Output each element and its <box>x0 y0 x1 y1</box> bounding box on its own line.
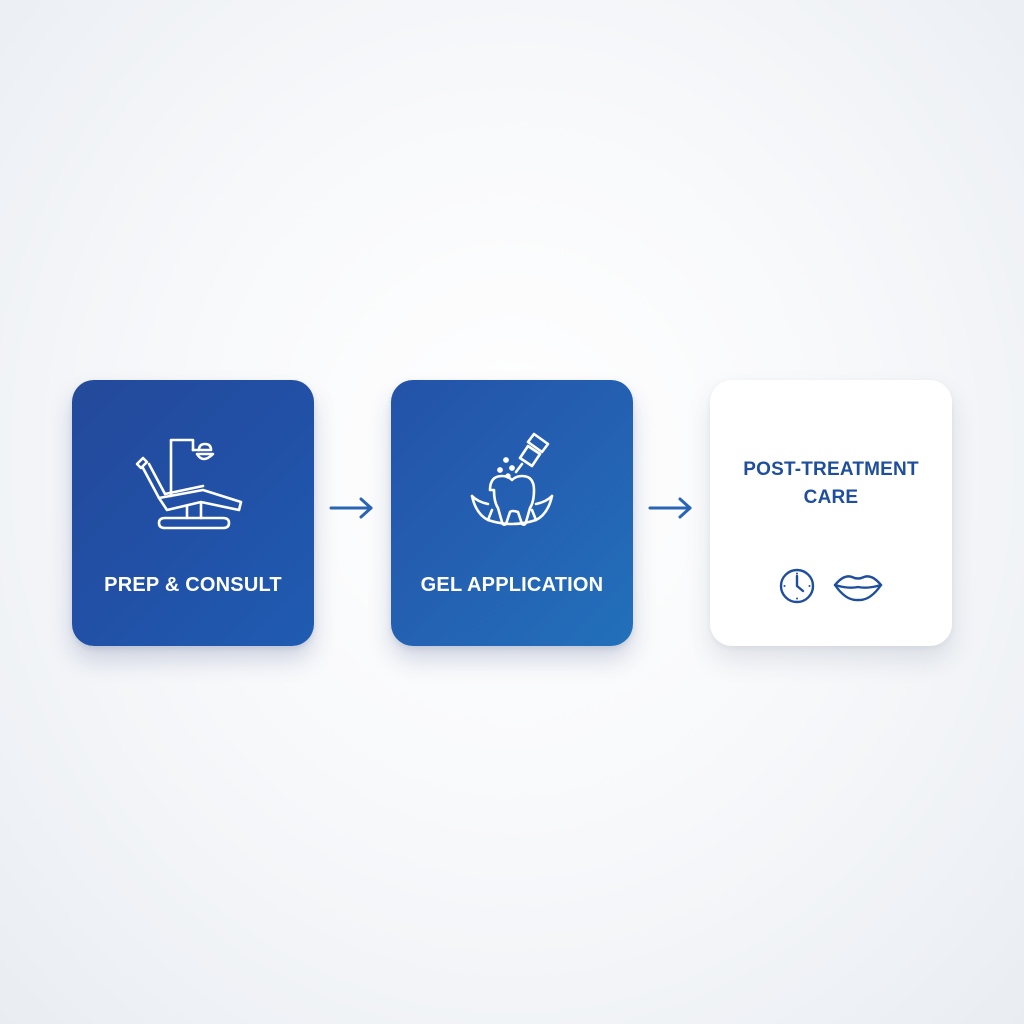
step-card-post-treatment-care: POST-TREATMENT CARE <box>710 380 952 646</box>
step-label: PREP & CONSULT <box>104 574 282 596</box>
step-label: GEL APPLICATION <box>420 574 604 596</box>
dental-chair-icon <box>135 438 243 530</box>
care-icons <box>710 566 952 606</box>
step-title-line: POST-TREATMENT <box>743 459 919 480</box>
step-title: POST-TREATMENT CARE <box>710 456 952 512</box>
step-card-prep-consult: PREP & CONSULT <box>72 380 314 646</box>
step-title-line: CARE <box>803 487 859 508</box>
step-card-gel-application: GEL APPLICATION <box>391 380 633 646</box>
tooth-gel-applicator-icon <box>470 432 554 526</box>
clock-icon <box>779 568 815 604</box>
lips-icon <box>833 575 883 602</box>
arrow-right-icon <box>648 497 692 519</box>
arrow-right-icon <box>329 497 373 519</box>
